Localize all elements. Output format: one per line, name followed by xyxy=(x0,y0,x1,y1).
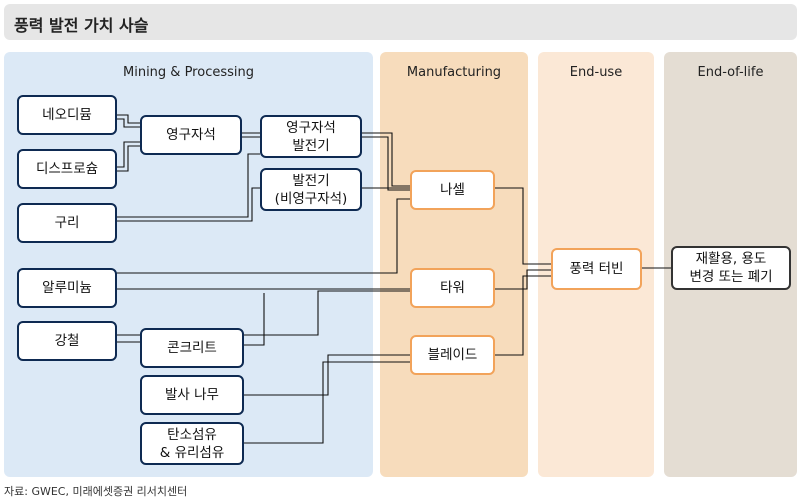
node-concrete: 콘크리트 xyxy=(140,328,244,368)
node-neodymium: 네오디뮴 xyxy=(17,95,117,135)
link-balsa-blade xyxy=(243,354,410,396)
link-dysprosium-magnet-b xyxy=(116,145,140,172)
column-title-manufacturing: Manufacturing xyxy=(406,65,502,80)
node-recycle: 재활용, 용도 변경 또는 폐기 xyxy=(671,246,791,290)
node-fiber: 탄소섬유 & 유리섬유 xyxy=(140,422,244,465)
node-pm-generator: 영구자석 발전기 xyxy=(260,115,362,158)
column-title-end-of-life: End-of-life xyxy=(697,65,764,80)
node-dysprosium: 디스프로슘 xyxy=(17,149,117,189)
node-wind-turbine: 풍력 터빈 xyxy=(551,248,642,290)
column-title-end-use: End-use xyxy=(569,65,623,80)
node-blade: 블레이드 xyxy=(410,335,495,375)
link-concrete-tower xyxy=(243,293,265,346)
node-tower: 타워 xyxy=(410,268,495,308)
title-bar: 풍력 발전 가치 사슬 xyxy=(4,4,797,40)
link-aluminium-nacelle xyxy=(116,198,410,274)
node-aluminium: 알루미늄 xyxy=(17,268,117,308)
column-title-mining: Mining & Processing xyxy=(123,65,254,80)
link-pmgen-nacelle xyxy=(361,132,410,187)
node-copper: 구리 xyxy=(17,203,117,243)
link-copper-generators xyxy=(116,153,260,218)
node-balsa: 발사 나무 xyxy=(140,375,244,415)
link-neodymium-magnet-b xyxy=(116,118,140,128)
node-steel: 강철 xyxy=(17,321,117,361)
link-blade-turbine xyxy=(494,275,551,356)
link-tower-turbine xyxy=(494,269,551,290)
node-nacelle: 나셀 xyxy=(410,170,495,210)
link-pmgen-nacelle-b xyxy=(361,136,410,191)
node-non-pm-generator: 발전기 (비영구자석) xyxy=(260,168,362,211)
column-manufacturing: Manufacturing xyxy=(380,52,528,477)
link-neodymium-magnet xyxy=(116,114,140,124)
link-fiber-blade xyxy=(243,361,410,444)
link-dysprosium-magnet xyxy=(116,141,140,168)
node-permanent-magnet: 영구자석 xyxy=(140,115,242,155)
source-note: 자료: GWEC, 미래에셋증권 리서치센터 xyxy=(4,485,188,498)
page-title: 풍력 발전 가치 사슬 xyxy=(14,16,149,35)
link-copper-generators-b xyxy=(116,187,260,222)
link-nacelle-turbine xyxy=(494,187,551,265)
